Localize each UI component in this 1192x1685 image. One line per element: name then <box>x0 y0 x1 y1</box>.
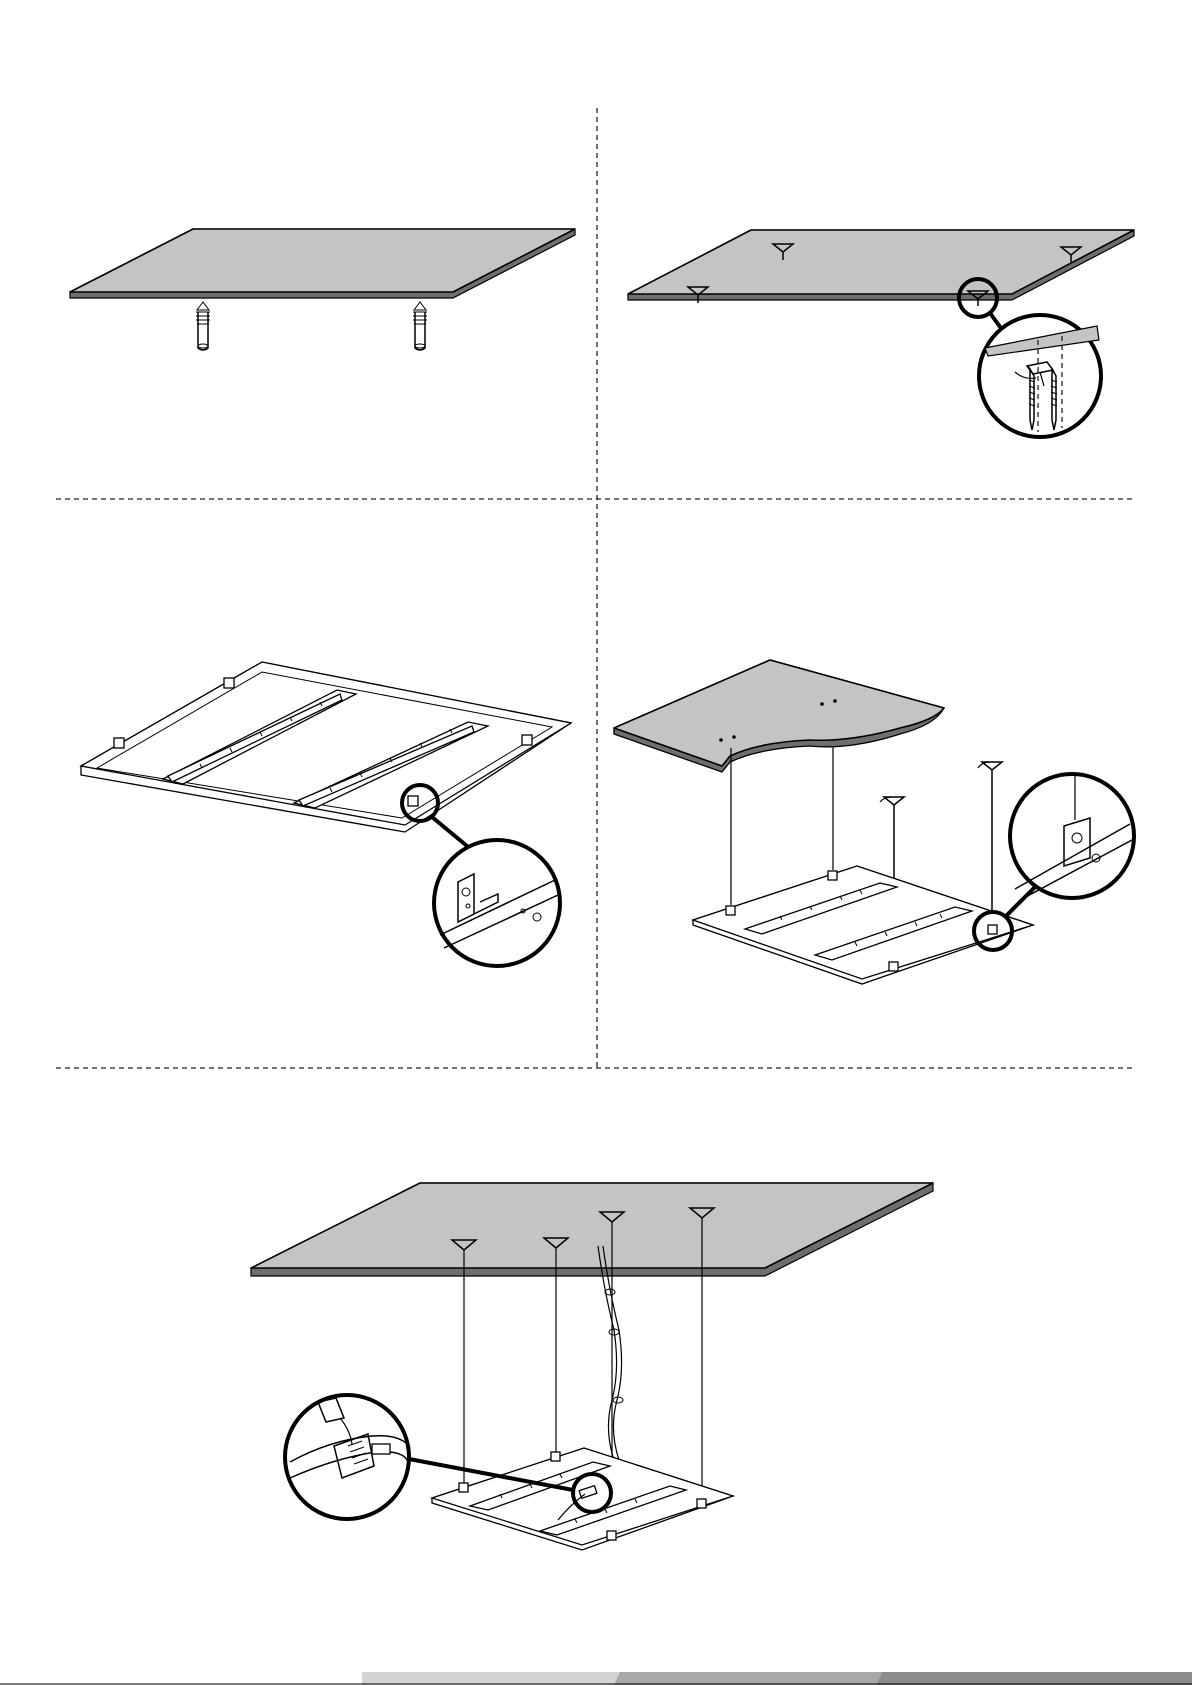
footer-band-segment-3 <box>876 1672 1192 1685</box>
detail-magnifier-icon <box>979 315 1101 437</box>
step-2-panel <box>628 230 1134 437</box>
panel-frame-icon <box>81 662 571 832</box>
ceiling-plate-icon <box>251 1183 933 1276</box>
step-3-panel <box>81 662 571 966</box>
panel-frame-icon <box>432 1448 733 1550</box>
detail-leader-line <box>432 817 467 846</box>
detail-magnifier-icon <box>285 1395 410 1519</box>
step-5-panel <box>251 1183 933 1550</box>
wall-anchor-icon <box>413 302 427 350</box>
step-1-panel <box>70 229 575 350</box>
power-cable-icon <box>598 1246 623 1480</box>
ceiling-plate-icon <box>614 660 944 772</box>
footer-band-segment-2 <box>614 1672 882 1685</box>
detail-magnifier-icon <box>434 840 560 966</box>
footer-band-segment-1 <box>362 1672 620 1685</box>
detail-magnifier-icon <box>1010 774 1134 900</box>
panel-frame-icon <box>693 866 1033 984</box>
ceiling-plate-icon <box>70 229 575 298</box>
wall-anchor-icon <box>196 302 210 350</box>
step-4-panel <box>614 660 1134 984</box>
footer-band <box>0 1672 1192 1685</box>
